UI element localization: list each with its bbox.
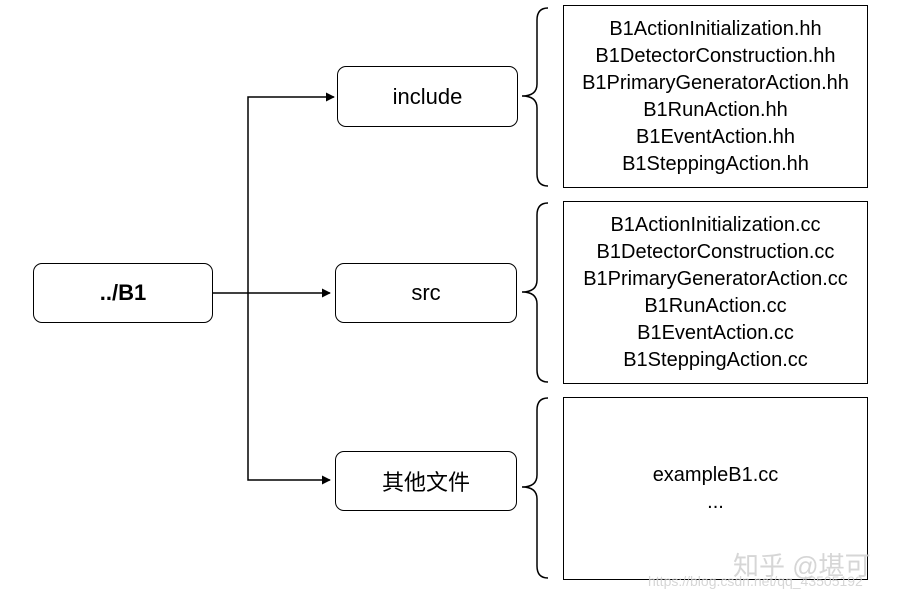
csdn-watermark: https://blog.csdn.net/qq_43505192 [648, 573, 863, 589]
brace-include [521, 7, 549, 187]
file-box-src: B1ActionInitialization.cc B1DetectorCons… [563, 201, 868, 384]
connector-root-include [247, 92, 335, 293]
file-item: B1ActionInitialization.cc [610, 213, 821, 236]
file-item: B1EventAction.hh [636, 125, 795, 148]
file-item: B1RunAction.cc [644, 294, 787, 317]
folder-node-other: 其他文件 [335, 451, 517, 511]
folder-label-other: 其他文件 [381, 470, 470, 495]
folder-label-src: src [411, 280, 441, 305]
file-item: B1DetectorConstruction.hh [595, 44, 836, 67]
folder-node-src: src [335, 263, 517, 323]
zhihu-watermark: 知乎 @堪可 [733, 551, 871, 581]
file-box-include: B1ActionInitialization.hh B1DetectorCons… [563, 5, 868, 188]
file-item: B1EventAction.cc [637, 321, 794, 344]
file-item: B1PrimaryGeneratorAction.hh [582, 71, 849, 94]
connector-root-other [247, 293, 331, 485]
file-item: B1SteppingAction.hh [622, 152, 809, 175]
brace-other [521, 397, 549, 579]
file-box-other: exampleB1.cc ... [563, 397, 868, 580]
file-item: B1RunAction.hh [643, 98, 788, 121]
root-node: ../B1 [33, 263, 213, 323]
folder-label-include: include [392, 83, 463, 109]
brace-src [521, 202, 549, 383]
file-item: B1PrimaryGeneratorAction.cc [583, 267, 848, 290]
file-item: B1DetectorConstruction.cc [596, 240, 835, 263]
file-item: B1SteppingAction.cc [623, 348, 808, 371]
file-item: ... [707, 490, 724, 513]
file-item: exampleB1.cc [652, 463, 779, 486]
root-label: ../B1 [99, 280, 147, 305]
file-item: B1ActionInitialization.hh [609, 17, 822, 40]
folder-node-include: include [337, 66, 518, 127]
